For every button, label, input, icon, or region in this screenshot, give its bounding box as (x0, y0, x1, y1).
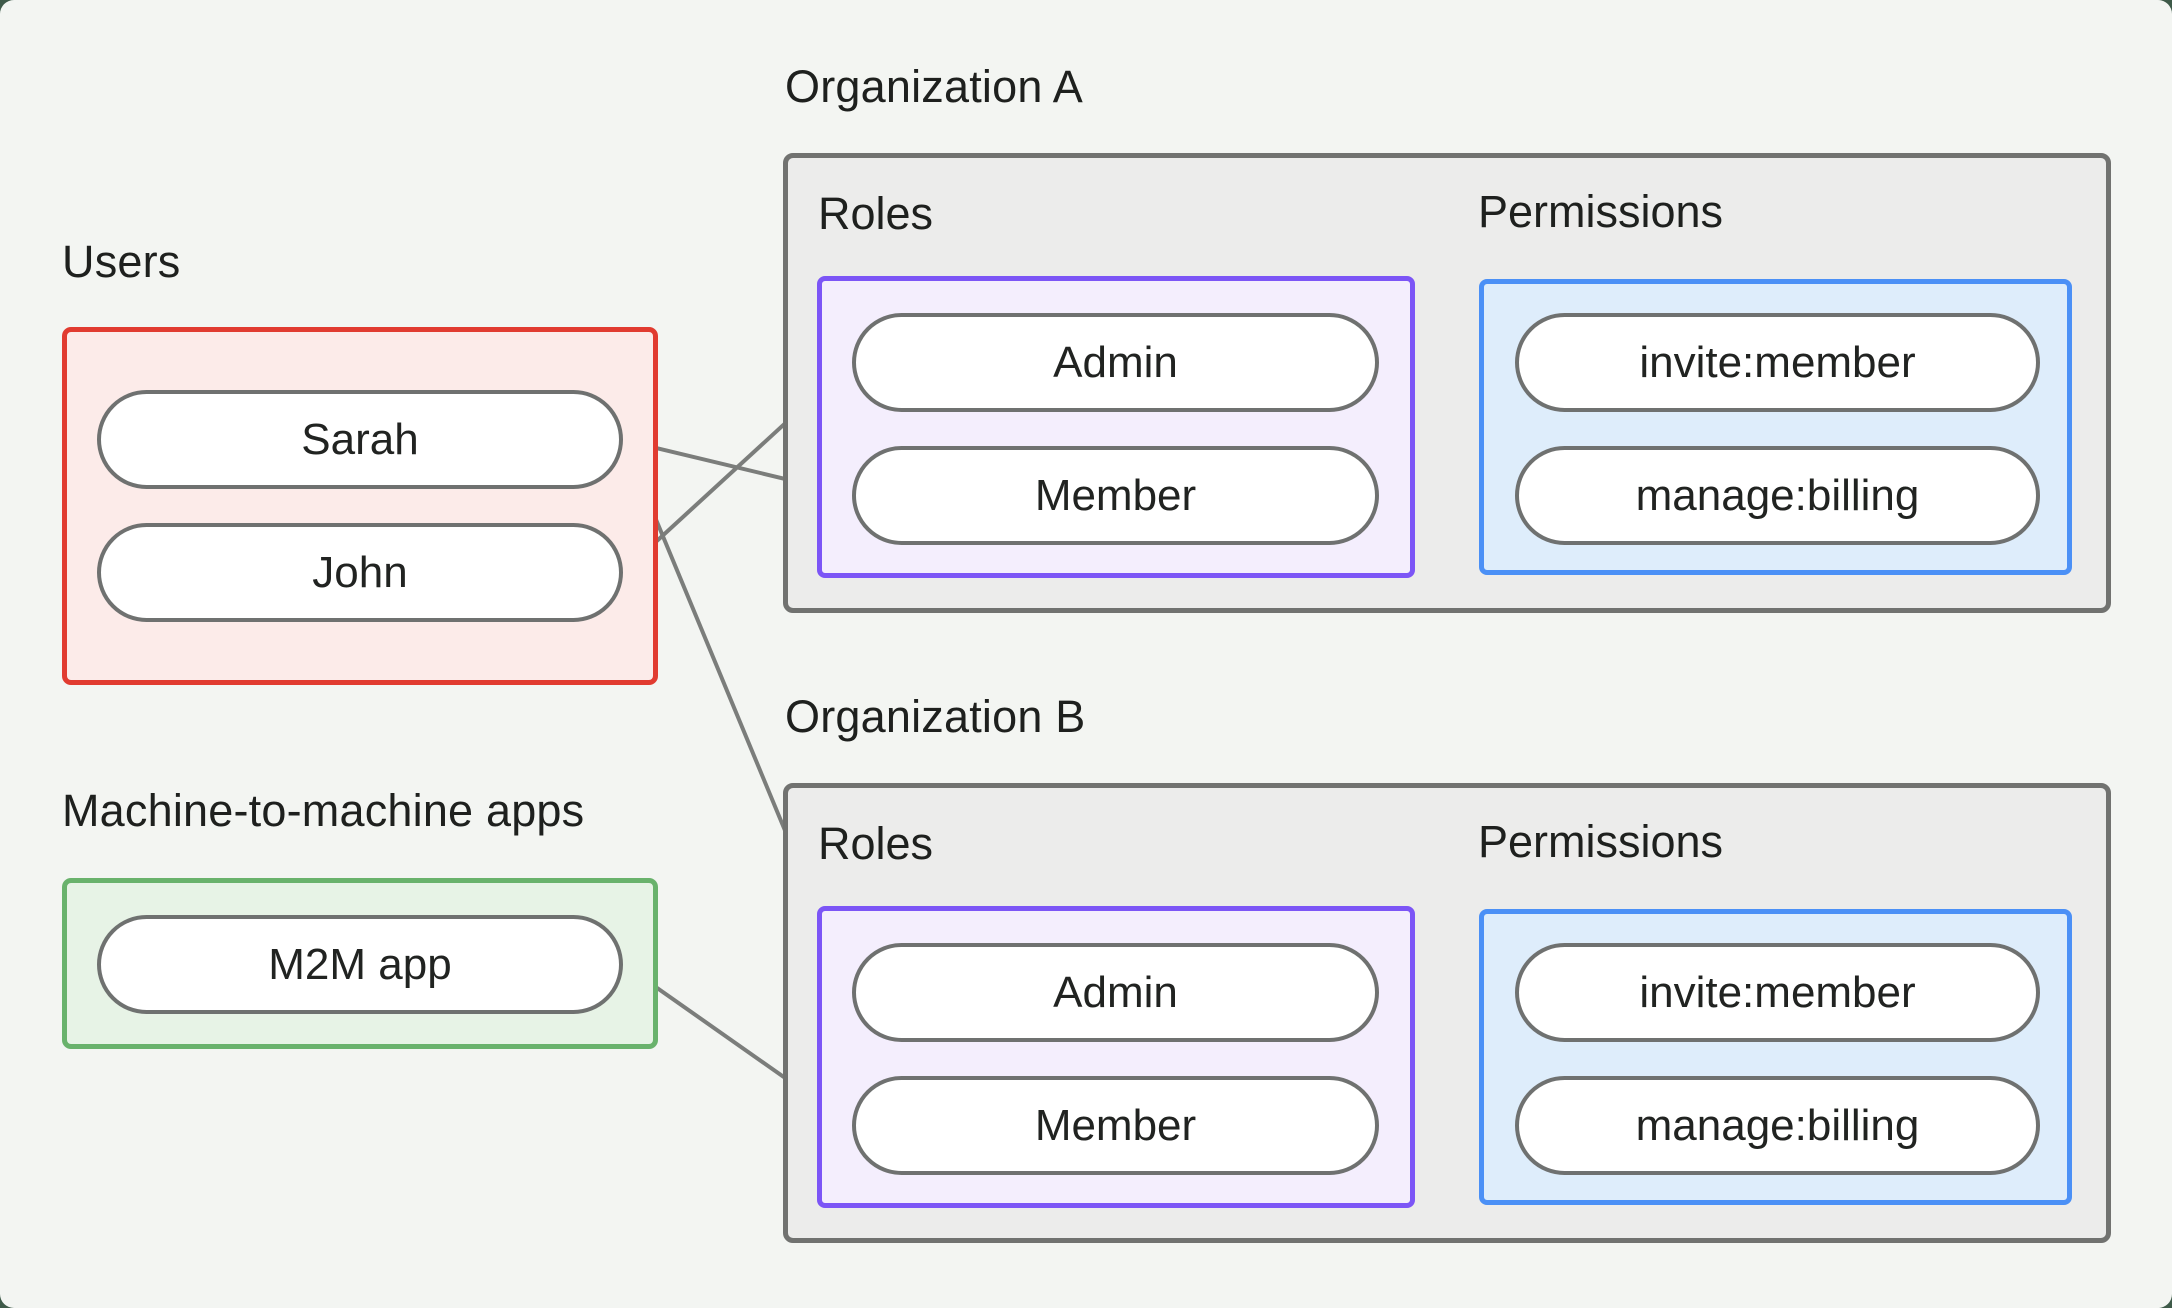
org-a-permission-pill-manage-billing: manage:billing (1515, 446, 2040, 545)
user-pill-sarah: Sarah (97, 390, 623, 489)
org-a-title: Organization A (785, 61, 1083, 112)
org-b-title: Organization B (785, 691, 1086, 742)
users-title: Users (62, 236, 181, 287)
org-b-permission-pill-invite-member: invite:member (1515, 943, 2040, 1042)
org-a-role-pill-member: Member (852, 446, 1379, 545)
org-a-role-pill-admin: Admin (852, 313, 1379, 412)
users-group-box (62, 327, 658, 685)
org-b-role-pill-admin: Admin (852, 943, 1379, 1042)
org-a-permissions-label: Permissions (1478, 186, 1724, 237)
m2m-app-pill: M2M app (97, 915, 623, 1014)
org-a-roles-label: Roles (818, 188, 934, 239)
org-b-role-pill-member: Member (852, 1076, 1379, 1175)
org-b-permissions-label: Permissions (1478, 816, 1724, 867)
user-pill-john: John (97, 523, 623, 622)
m2m-title: Machine-to-machine apps (62, 785, 585, 836)
org-b-roles-label: Roles (818, 818, 934, 869)
org-a-permission-pill-invite-member: invite:member (1515, 313, 2040, 412)
org-b-permission-pill-manage-billing: manage:billing (1515, 1076, 2040, 1175)
